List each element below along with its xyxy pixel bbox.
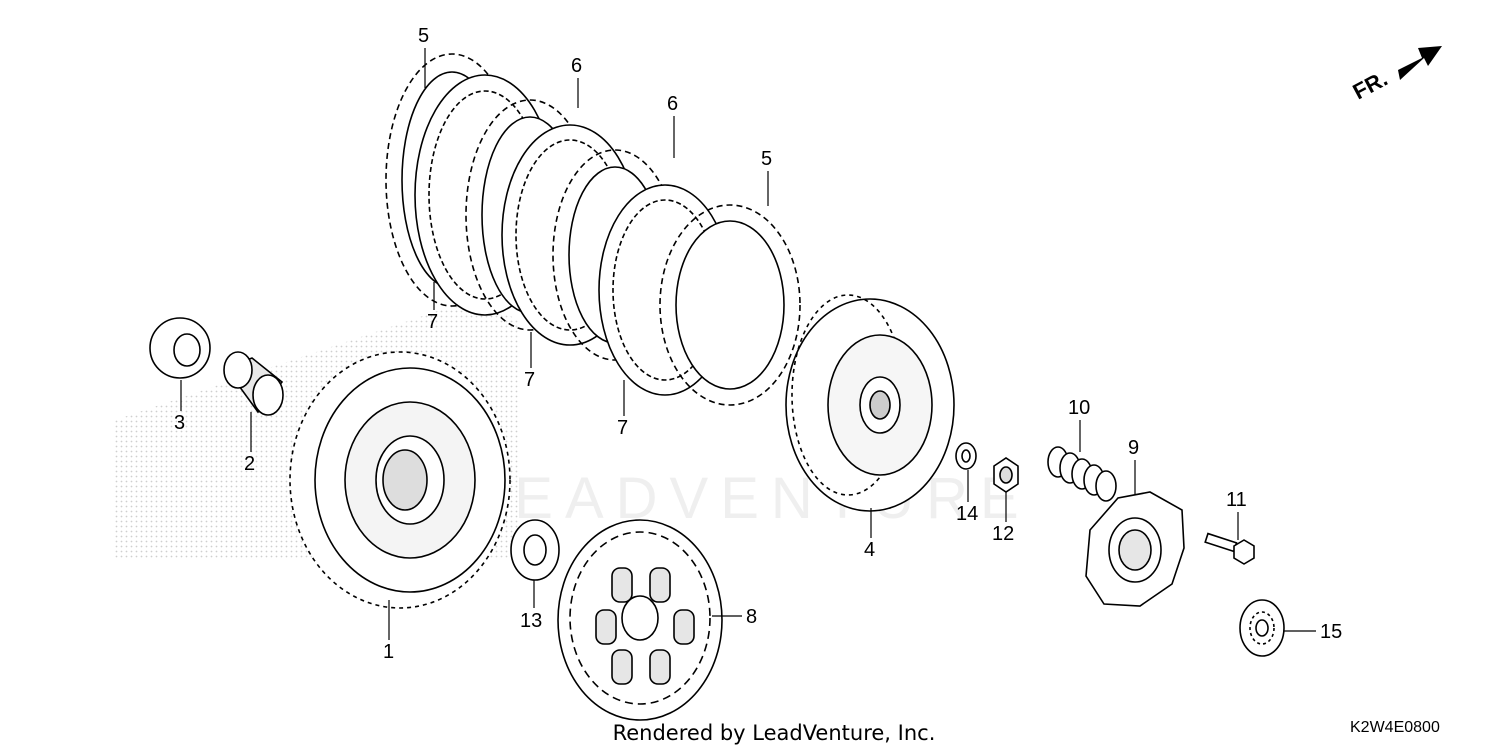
render-credit-text: Rendered by LeadVenture, Inc. [613,721,936,745]
callout-9: 9 [1128,437,1139,494]
callout-15: 15 [1284,621,1342,643]
callout-5-right: 5 [761,148,772,206]
friction-disc [659,204,801,406]
callout-12: 12 [992,492,1014,545]
svg-text:4: 4 [864,539,875,561]
clutch-spring-part [1047,446,1117,502]
callout-7-third: 7 [617,380,628,439]
svg-text:10: 10 [1068,397,1090,419]
callout-2: 2 [244,412,255,475]
svg-text:2: 2 [244,453,255,475]
svg-text:6: 6 [667,93,678,115]
callout-5-top-left: 5 [418,25,429,88]
svg-text:5: 5 [418,25,429,47]
callout-1: 1 [383,600,394,663]
friction-disc-inner [675,220,785,390]
callout-10: 10 [1068,397,1090,452]
callout-11: 11 [1226,489,1247,540]
svg-text:8: 8 [746,606,757,628]
svg-text:7: 7 [524,369,535,391]
callout-6-second: 6 [667,93,678,158]
lock-washer-part [955,442,977,470]
front-label: FR. [1349,66,1392,105]
svg-text:11: 11 [1226,489,1247,511]
ball-bearing-part [1239,599,1285,657]
svg-text:14: 14 [956,503,978,525]
svg-text:15: 15 [1320,621,1342,643]
watermark-text: LEADVENTURE [470,466,1031,531]
lock-nut-part [993,457,1019,493]
svg-text:1: 1 [383,641,394,663]
pressure-plate-part [557,519,723,721]
bushing-part [223,351,284,416]
bolt-part [1204,532,1255,565]
thrust-washer-part [510,519,560,581]
front-direction-indicator: FR. [1349,46,1442,104]
clutch-plate-stack [385,53,801,406]
svg-text:12: 12 [992,523,1014,545]
callout-3: 3 [174,380,185,434]
callout-4: 4 [864,508,875,561]
svg-text:7: 7 [617,417,628,439]
svg-text:5: 5 [761,148,772,170]
clutch-outer-housing [289,351,511,609]
svg-text:7: 7 [427,311,438,333]
svg-text:3: 3 [174,412,185,434]
callout-13: 13 [520,580,542,632]
callout-6-first: 6 [571,55,582,108]
svg-text:9: 9 [1128,437,1139,459]
svg-text:6: 6 [571,55,582,77]
lifter-plate-part [1085,491,1185,607]
collar-part [149,317,211,379]
callout-7-second: 7 [524,332,535,391]
callout-14: 14 [956,470,978,525]
callout-8: 8 [712,606,757,628]
front-arrow-icon [1398,46,1442,80]
callout-7-first: 7 [427,282,438,333]
clutch-center-part [785,294,955,512]
diagram-code-text: K2W4E0800 [1350,719,1440,736]
svg-text:13: 13 [520,610,542,632]
